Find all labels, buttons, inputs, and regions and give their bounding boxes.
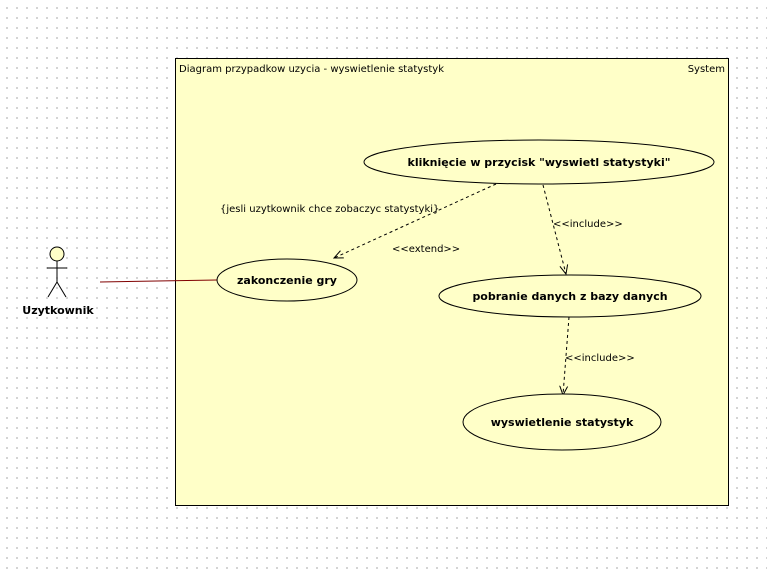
use-case-fetch-data-label: pobranie danych z bazy danych (472, 290, 667, 303)
use-case-click-button[interactable]: kliknięcie w przycisk "wyswietl statysty… (363, 139, 715, 185)
association-line (99, 279, 218, 283)
extend-condition-label: {jesli uzytkownik chce zobaczyc statysty… (220, 204, 439, 215)
use-case-show-stats-label: wyswietlenie statystyk (491, 416, 634, 429)
use-case-click-button-label: kliknięcie w przycisk "wyswietl statysty… (408, 156, 671, 169)
diagram-title: Diagram przypadkow uzycia - wyswietlenie… (179, 64, 444, 75)
use-case-end-game-label: zakonczenie gry (237, 274, 337, 287)
include-arrow-2 (563, 316, 570, 395)
use-case-fetch-data[interactable]: pobranie danych z bazy danych (438, 274, 702, 318)
actor-name: Uzytkownik (22, 304, 94, 317)
include-stereotype-label-2: <<include>> (565, 353, 635, 364)
include-stereotype-label-1: <<include>> (553, 219, 623, 230)
extend-stereotype-label: <<extend>> (392, 244, 460, 255)
use-case-show-stats[interactable]: wyswietlenie statystyk (462, 393, 662, 451)
actor-head (49, 246, 65, 262)
use-case-end-game[interactable]: zakonczenie gry (216, 258, 358, 302)
actor-uzytkownik[interactable]: Uzytkownik (22, 246, 94, 317)
system-name-label: System (688, 64, 725, 75)
actor-left-leg (47, 281, 58, 298)
actor-right-leg (56, 281, 67, 298)
